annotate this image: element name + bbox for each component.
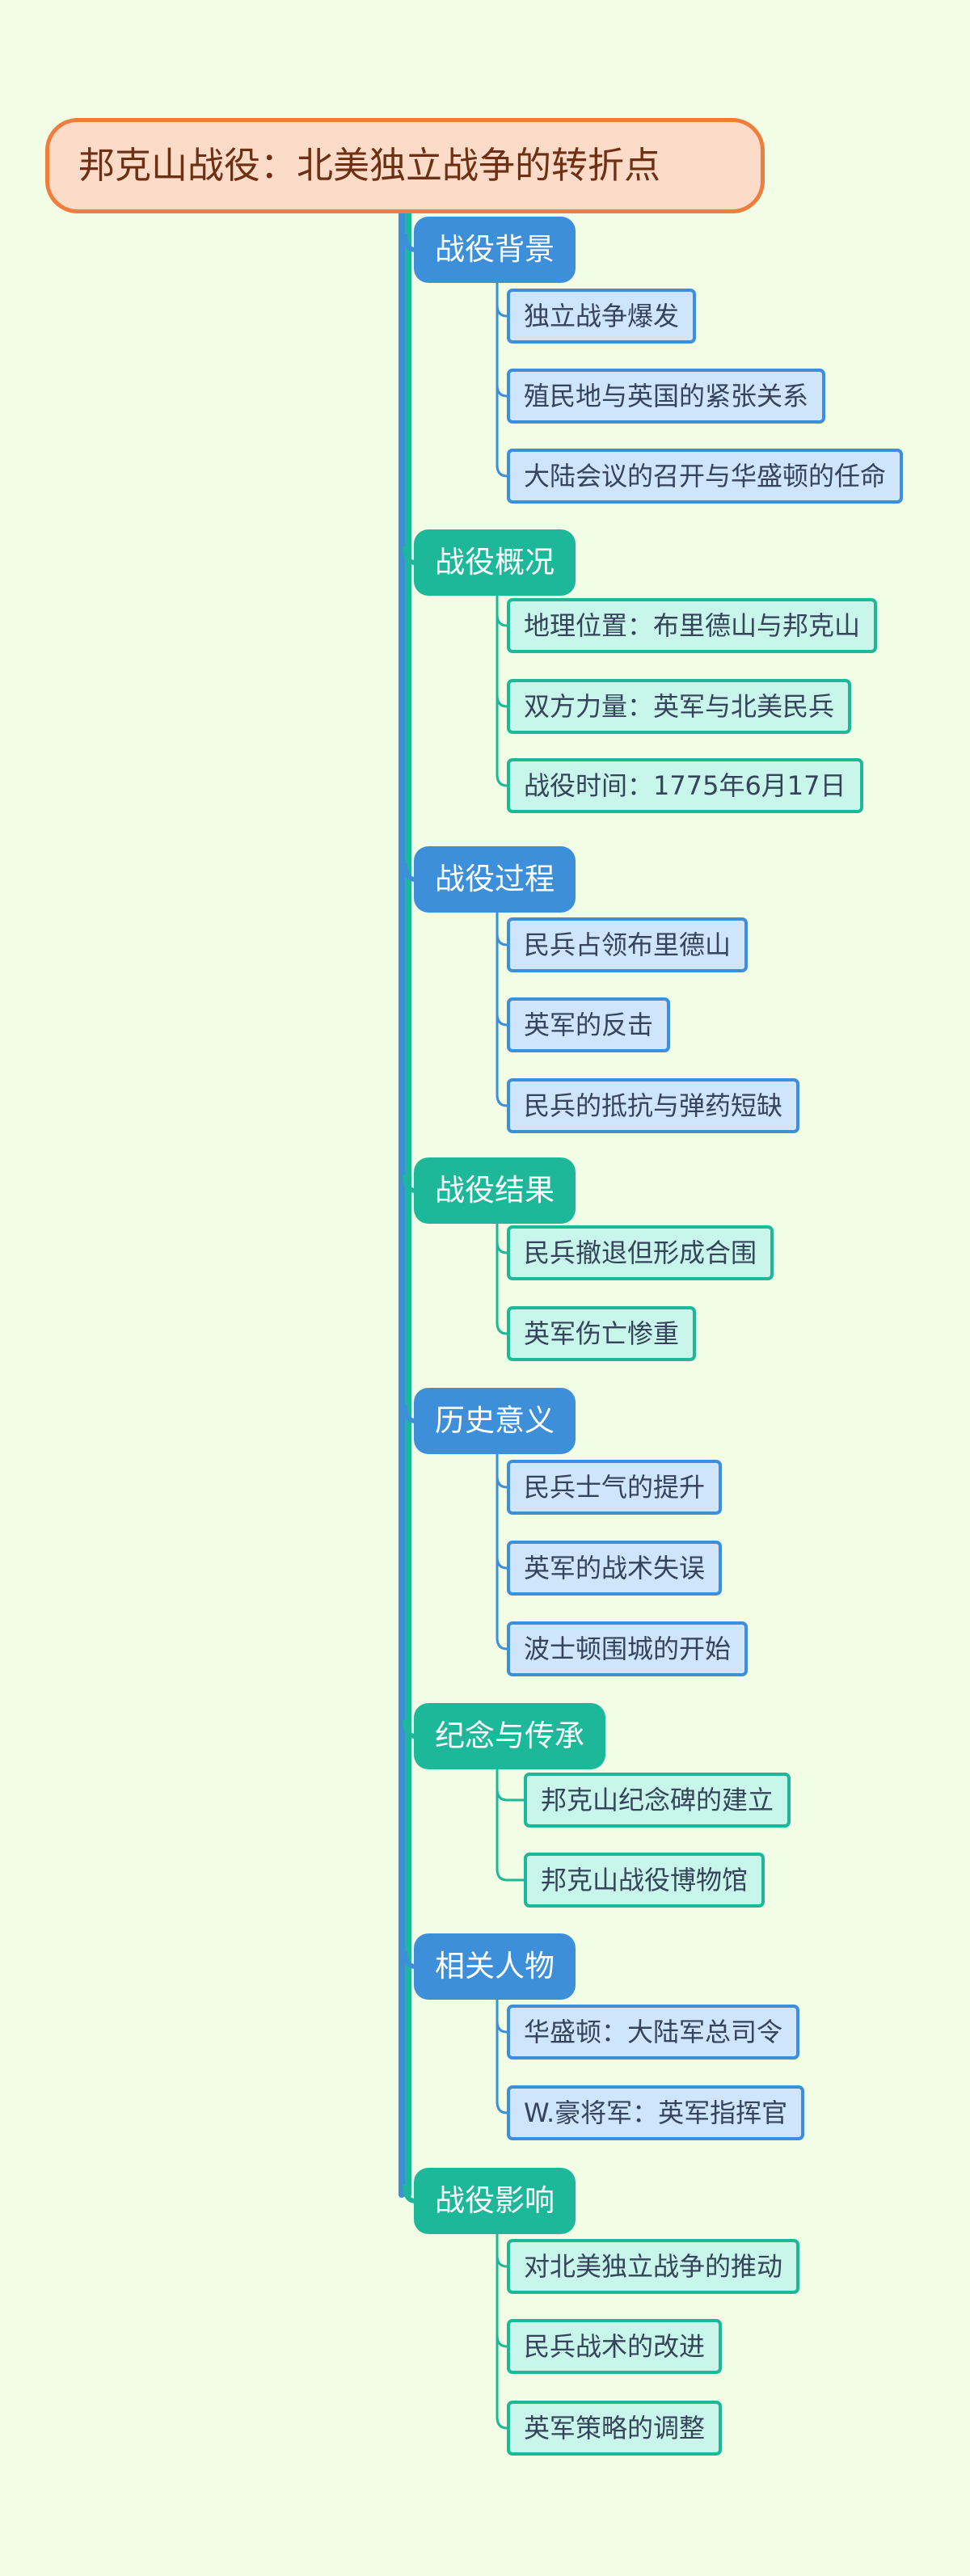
- topic-1-3[interactable]: 大陆会议的召开与华盛顿的任命: [507, 449, 904, 504]
- topic-6-2[interactable]: 邦克山战役博物馆: [524, 1853, 765, 1908]
- topic-6-1[interactable]: 邦克山纪念碑的建立: [524, 1773, 791, 1828]
- topic-3-2[interactable]: 英军的反击: [507, 997, 671, 1052]
- topic-8-2[interactable]: 民兵战术的改进: [507, 2319, 723, 2374]
- branch-4[interactable]: 战役结果: [414, 1157, 576, 1224]
- topic-2-3[interactable]: 战役时间：1775年6月17日: [507, 758, 863, 813]
- topic-3-3[interactable]: 民兵的抵抗与弹药短缺: [507, 1078, 800, 1133]
- topic-8-1[interactable]: 对北美独立战争的推动: [507, 2239, 800, 2294]
- topic-5-1[interactable]: 民兵士气的提升: [507, 1460, 723, 1515]
- topic-3-1[interactable]: 民兵占领布里德山: [507, 917, 749, 972]
- branch-2[interactable]: 战役概况: [414, 529, 576, 596]
- branch-7[interactable]: 相关人物: [414, 1933, 576, 2000]
- topic-1-2[interactable]: 殖民地与英国的紧张关系: [507, 369, 826, 424]
- topic-1-1[interactable]: 独立战争爆发: [507, 289, 697, 344]
- root-topic[interactable]: 邦克山战役：北美独立战争的转折点: [45, 118, 765, 213]
- branch-8[interactable]: 战役影响: [414, 2168, 576, 2234]
- topic-4-2[interactable]: 英军伤亡惨重: [507, 1306, 697, 1361]
- topic-8-3[interactable]: 英军策略的调整: [507, 2401, 723, 2456]
- topic-5-3[interactable]: 波士顿围城的开始: [507, 1621, 749, 1676]
- topic-5-2[interactable]: 英军的战术失误: [507, 1541, 723, 1596]
- branch-6[interactable]: 纪念与传承: [414, 1703, 605, 1769]
- topic-7-2[interactable]: W.豪将军：英军指挥官: [507, 2085, 805, 2140]
- topic-2-2[interactable]: 双方力量：英军与北美民兵: [507, 679, 852, 734]
- branch-1[interactable]: 战役背景: [414, 217, 576, 283]
- topic-2-1[interactable]: 地理位置：布里德山与邦克山: [507, 598, 878, 653]
- branch-5[interactable]: 历史意义: [414, 1388, 576, 1454]
- topic-4-1[interactable]: 民兵撤退但形成合围: [507, 1225, 774, 1280]
- branch-3[interactable]: 战役过程: [414, 846, 576, 913]
- topic-7-1[interactable]: 华盛顿：大陆军总司令: [507, 2005, 800, 2060]
